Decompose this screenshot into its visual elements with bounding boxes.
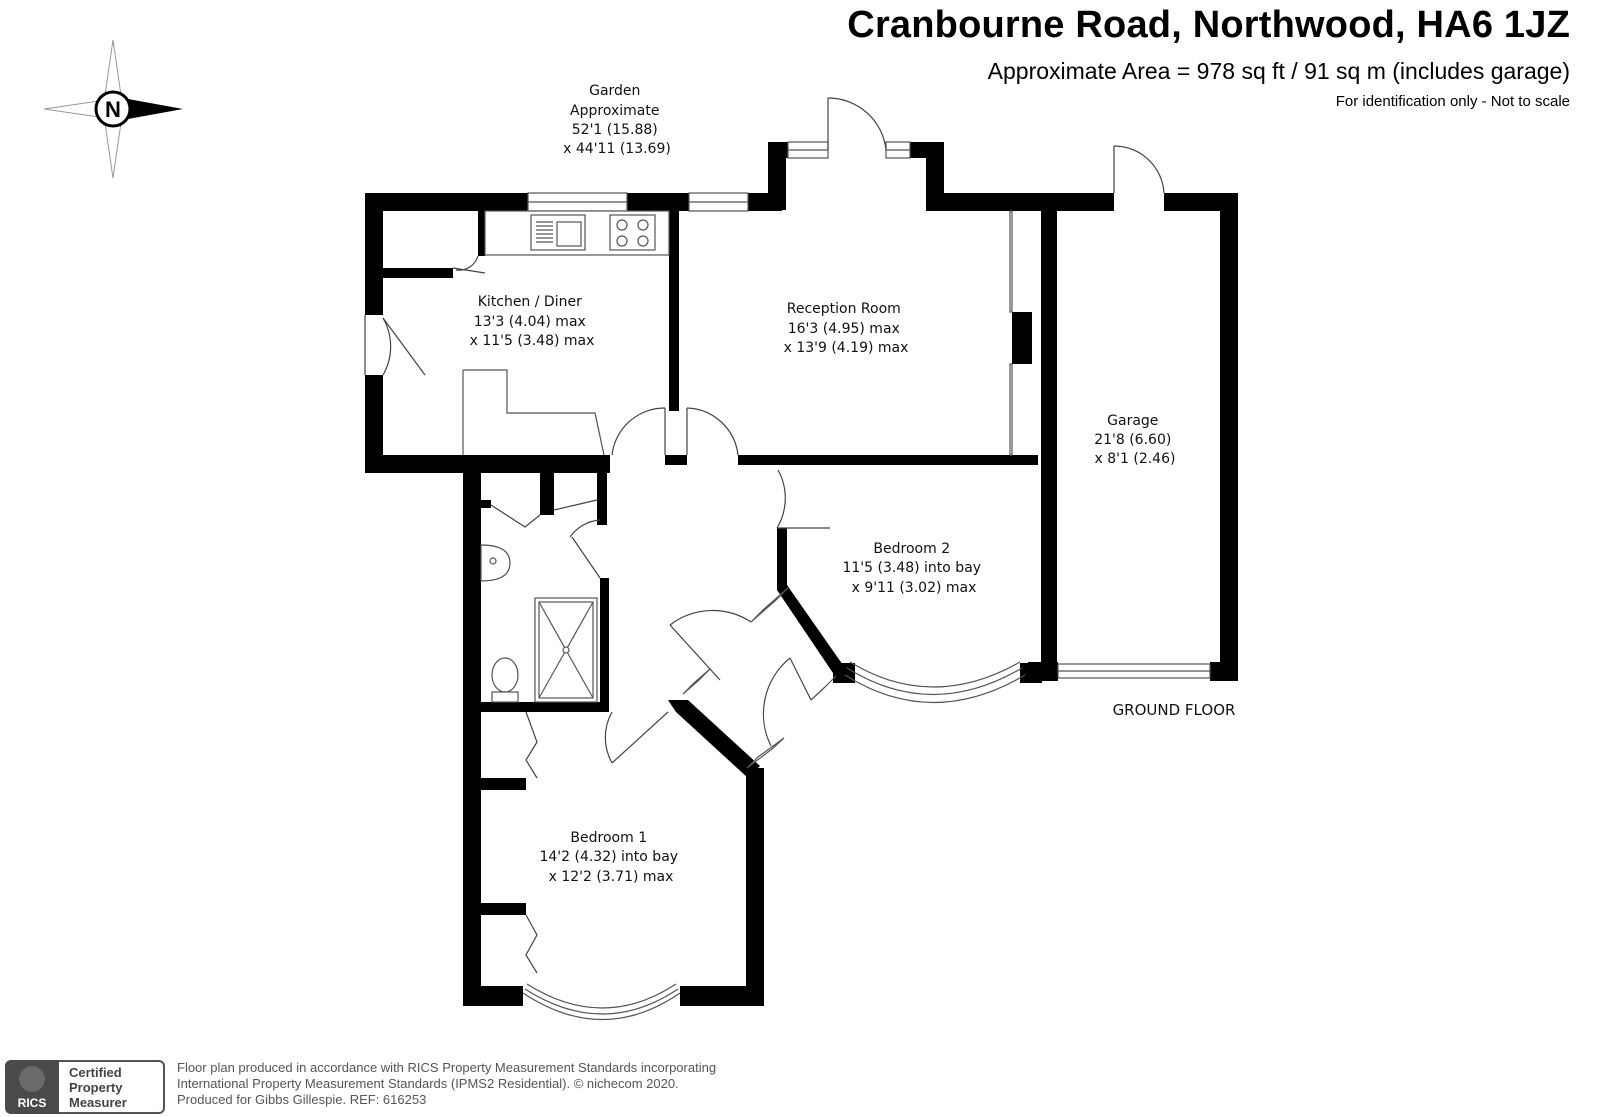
bay-windows <box>522 661 1026 1021</box>
rics-lion-icon <box>19 1066 45 1092</box>
badge-line-measurer: Measurer <box>69 1095 127 1110</box>
rics-logo-icon: RICS <box>5 1060 59 1114</box>
rics-certified-badge: RICS Certified Property Measurer <box>5 1060 167 1114</box>
kitchen-label: Kitchen / Diner 13'3 (4.04) max x 11'5 (… <box>470 294 595 349</box>
kitchen-fixtures <box>462 210 670 456</box>
walls <box>365 142 1238 1006</box>
hob-icon <box>609 214 656 251</box>
door-swings <box>364 97 1165 974</box>
bedroom-2-label: Bedroom 2 11'5 (3.48) into bay x 9'11 (3… <box>842 541 985 596</box>
badge-line-property: Property <box>69 1080 123 1095</box>
bedroom-1-label: Bedroom 1 14'2 (4.32) into bay x 12'2 (3… <box>539 830 682 885</box>
toilet-icon <box>491 657 519 693</box>
garage-label: Garage 21'8 (6.60) x 8'1 (2.46) <box>1094 413 1176 467</box>
rics-badge-text-box: Certified Property Measurer <box>59 1060 165 1114</box>
badge-line-certified: Certified <box>69 1065 122 1080</box>
ground-floor-label: GROUND FLOOR <box>1113 701 1236 719</box>
footer-line: Produced for Gibbs Gillespie. REF: 61625… <box>177 1092 427 1107</box>
garden-label: Garden Approximate 52'1 (15.88) x 44'11 … <box>563 83 671 157</box>
footer-line: Floor plan produced in accordance with R… <box>177 1060 717 1075</box>
rics-logo-text: RICS <box>17 1096 47 1110</box>
bathroom-fixtures <box>480 544 598 703</box>
approximate-area: Approximate Area = 978 sq ft / 91 sq m (… <box>987 58 1570 84</box>
footer-disclaimer: Floor plan produced in accordance with R… <box>177 1060 716 1108</box>
hall-diagonal-windows <box>682 587 837 769</box>
compass-north-letter: N <box>105 97 121 122</box>
reception-room-label: Reception Room 16'3 (4.95) max x 13'9 (4… <box>784 301 909 356</box>
compass-rose-icon: N <box>43 39 183 179</box>
windows <box>527 141 1211 679</box>
property-address-title: Cranbourne Road, Northwood, HA6 1JZ <box>847 4 1570 46</box>
identification-note: For identification only - Not to scale <box>1335 93 1570 110</box>
footer-line: International Property Measurement Stand… <box>177 1076 679 1091</box>
